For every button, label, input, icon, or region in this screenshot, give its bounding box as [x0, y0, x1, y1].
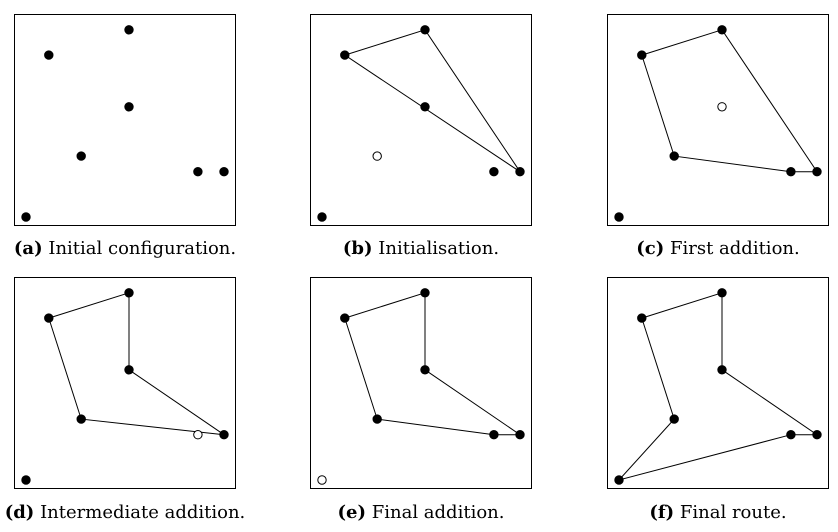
route-point	[317, 212, 327, 222]
route-point	[786, 430, 796, 440]
panel-d-plot	[21, 288, 229, 485]
route-line	[48, 292, 225, 436]
route-point	[219, 430, 229, 440]
panel-c-label: First addition.	[670, 238, 800, 259]
route-point	[717, 288, 727, 298]
panel-f-label: Final route.	[679, 502, 787, 523]
route-point	[420, 102, 430, 112]
panel-c-caption: (c) First addition.	[588, 238, 838, 259]
panel-a-frame	[14, 14, 236, 226]
route-point	[489, 167, 499, 177]
route-point	[21, 475, 31, 485]
panel-d-label: Intermediate addition.	[40, 502, 246, 523]
panel-e-plot	[317, 288, 525, 485]
route-point	[717, 25, 727, 35]
route-point	[669, 414, 679, 424]
route-point	[219, 167, 229, 177]
route-point	[515, 167, 525, 177]
route-point	[489, 430, 499, 440]
route-point	[21, 212, 31, 222]
route-point	[124, 365, 134, 375]
panel-f-caption: (f) Final route.	[588, 502, 838, 523]
route-point	[44, 50, 54, 60]
route-point	[124, 25, 134, 35]
route-point	[669, 151, 679, 161]
route-point	[420, 25, 430, 35]
panel-b-tag: (b)	[342, 238, 373, 259]
route-point	[340, 313, 350, 323]
panel-f-tag: (f)	[649, 502, 675, 523]
panel-c-plot	[614, 25, 822, 222]
route-point	[717, 365, 727, 375]
panel-f-plot	[614, 288, 822, 485]
route-point	[614, 475, 624, 485]
panel-b-caption: (b) Initialisation.	[291, 238, 551, 259]
route-point	[420, 365, 430, 375]
route-point	[637, 313, 647, 323]
route-point	[44, 313, 54, 323]
route-point	[786, 167, 796, 177]
route-point	[124, 288, 134, 298]
panel-c-tag: (c)	[636, 238, 665, 259]
route-point	[76, 151, 86, 161]
panel-e-caption: (e) Final addition.	[291, 502, 551, 523]
route-point	[124, 102, 134, 112]
panel-f-frame	[607, 277, 829, 489]
route-point	[637, 50, 647, 60]
route-line	[617, 292, 819, 481]
route-point	[515, 430, 525, 440]
route-point	[812, 167, 822, 177]
route-point	[372, 414, 382, 424]
route-line	[641, 29, 818, 173]
panel-a-caption: (a) Initial configuration.	[0, 238, 255, 259]
route-line	[344, 292, 522, 436]
panel-b-label: Initialisation.	[378, 238, 500, 259]
panel-e-tag: (e)	[337, 502, 367, 523]
route-point	[812, 430, 822, 440]
panel-a-tag: (a)	[13, 238, 43, 259]
panel-d-frame	[14, 277, 236, 489]
panel-d-tag: (d)	[4, 502, 35, 523]
panel-a-label: Initial configuration.	[48, 238, 237, 259]
candidate-point	[193, 430, 203, 440]
route-point	[76, 414, 86, 424]
panel-b-frame	[310, 14, 532, 226]
candidate-point	[717, 102, 727, 112]
route-point	[193, 167, 203, 177]
panel-e-frame	[310, 277, 532, 489]
route-line	[343, 29, 521, 173]
panel-a-plot	[21, 25, 229, 222]
panel-e-label: Final addition.	[371, 502, 505, 523]
route-point	[614, 212, 624, 222]
panel-b-plot	[317, 25, 525, 222]
panel-c-frame	[607, 14, 829, 226]
route-point	[420, 288, 430, 298]
panel-d-caption: (d) Intermediate addition.	[0, 502, 255, 523]
route-point	[340, 50, 350, 60]
candidate-point	[317, 475, 327, 485]
candidate-point	[372, 151, 382, 161]
